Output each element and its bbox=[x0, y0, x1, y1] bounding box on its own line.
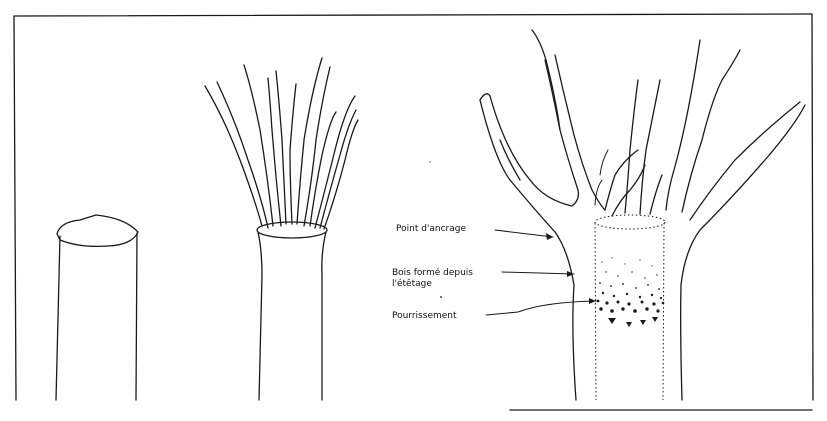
annotation-leaders bbox=[486, 230, 596, 315]
mature-pollard bbox=[480, 30, 805, 400]
figure-frame bbox=[14, 14, 813, 410]
cut-trunk bbox=[56, 215, 138, 400]
anchor-point-label: Point d'ancrage bbox=[396, 224, 466, 235]
rot-stipple bbox=[597, 257, 665, 327]
new-wood-label-line-1: Bois formé depuis bbox=[392, 268, 473, 279]
sprouting-trunk bbox=[205, 58, 358, 400]
rot-label: Pourrissement bbox=[392, 311, 457, 322]
new-wood-label-line-2: l'étêtage bbox=[392, 279, 432, 290]
